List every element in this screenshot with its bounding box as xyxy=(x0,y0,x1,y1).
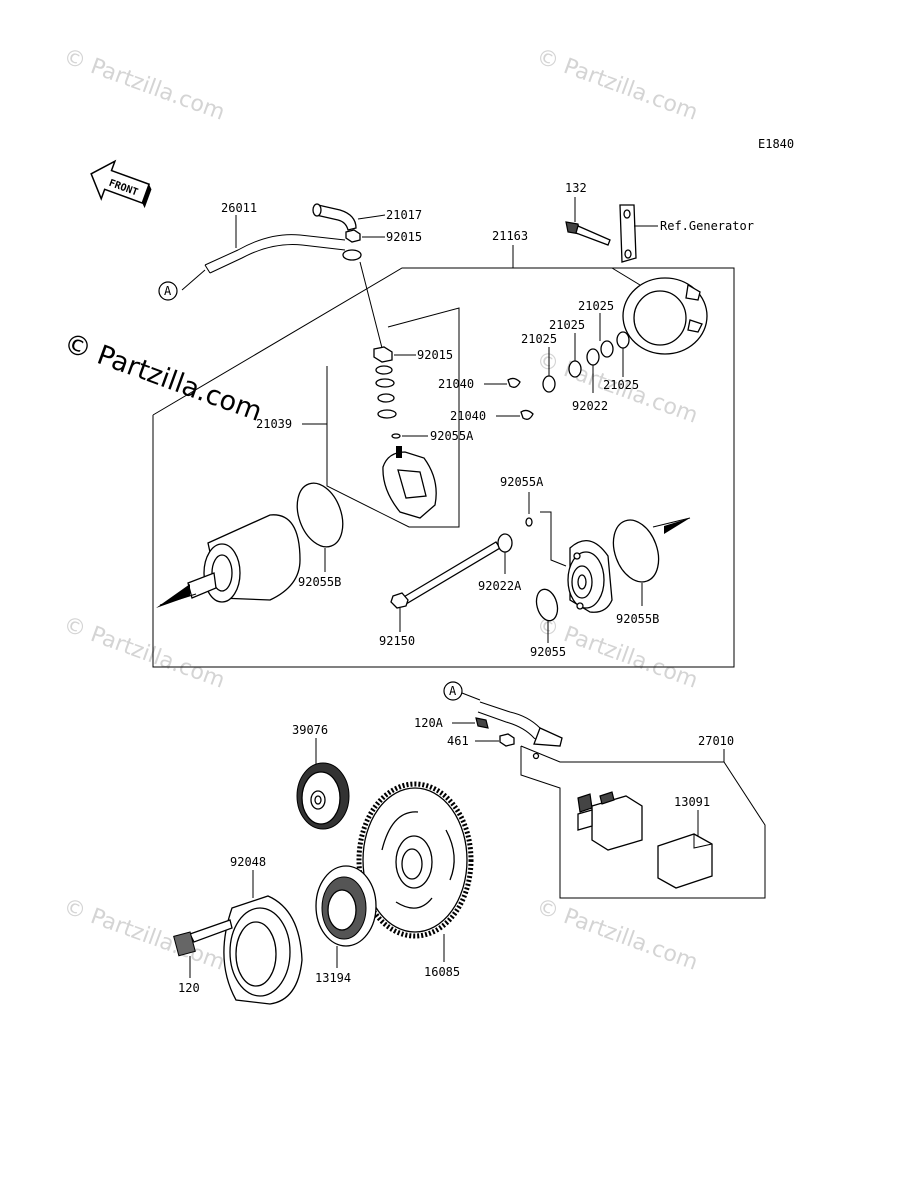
ref-letter: A xyxy=(164,284,172,298)
starter-front-cover xyxy=(540,511,613,613)
label-92055B-right: 92055B xyxy=(616,612,659,626)
label-27010: 27010 xyxy=(698,734,734,748)
label-92055A-b: 92055A xyxy=(500,475,544,489)
relay-cable: A xyxy=(443,681,563,760)
front-arrow-icon: FRONT xyxy=(90,159,152,209)
watermark: © Partzilla.com xyxy=(533,894,701,976)
starter-relay-frame-27010: 27010 xyxy=(520,734,766,899)
one-way-clutch-13194: 13194 xyxy=(315,865,377,985)
label-461: 461 xyxy=(447,734,469,748)
insulator-washer-stack: 92055A xyxy=(375,365,474,443)
starter-yoke-housing xyxy=(156,514,301,608)
label-13194: 13194 xyxy=(315,971,351,985)
label-21017: 21017 xyxy=(386,208,422,222)
label-ref-generator: Ref.Generator xyxy=(660,219,754,233)
starter-clutch-gear-16085: 16085 xyxy=(356,781,474,979)
watermark: © Partzilla.com xyxy=(533,44,701,126)
relay-cover-13091: 13091 xyxy=(657,795,713,889)
starter-cable-26011: A 26011 xyxy=(158,201,362,301)
label-21025-b: 21025 xyxy=(549,318,585,332)
watermark: © Partzilla.com xyxy=(60,612,228,694)
label-92055: 92055 xyxy=(530,645,566,659)
label-26011: 26011 xyxy=(221,201,257,215)
watermark: © Partzilla.com xyxy=(60,44,228,126)
diagram-code: E1840 xyxy=(758,137,794,151)
bolt-132: 132 xyxy=(565,181,611,246)
label-92015-mid: 92015 xyxy=(417,348,453,362)
washer-92022A: 92022A xyxy=(478,533,522,593)
label-21025-c: 21025 xyxy=(578,299,614,313)
label-92048: 92048 xyxy=(230,855,266,869)
generator-bracket: Ref.Generator xyxy=(619,204,754,263)
bolt-120A: 120A xyxy=(414,716,489,730)
label-120: 120 xyxy=(178,981,200,995)
clutch-holder-92048: 92048 xyxy=(223,855,303,1005)
label-120A: 120A xyxy=(414,716,444,730)
o-ring-92055A-b: 92055A xyxy=(500,475,544,527)
ref-a-circle xyxy=(158,281,178,301)
label-92022: 92022 xyxy=(572,399,608,413)
starter-rear-cover xyxy=(611,267,708,355)
nut-92015-top: 92015 xyxy=(345,229,422,244)
springs-21040: 21040 21040 xyxy=(438,377,534,423)
nut-92015-mid: 92015 xyxy=(359,261,453,363)
starter-relay xyxy=(577,791,643,851)
o-ring-92055B-left: 92055B xyxy=(296,482,344,589)
label-16085: 16085 xyxy=(424,965,460,979)
label-21025-d: 21025 xyxy=(603,378,639,392)
label-21040-b: 21040 xyxy=(450,409,486,423)
label-13091: 13091 xyxy=(674,795,710,809)
terminal-cap-21017: 21017 xyxy=(312,203,422,231)
o-ring-92055B-right: 92055B xyxy=(612,517,691,626)
label-21163: 21163 xyxy=(492,229,528,243)
o-ring-92055: 92055 xyxy=(530,588,566,659)
through-bolt-92150: 92150 xyxy=(379,541,501,648)
ref-a-circle xyxy=(443,681,463,701)
label-21025-a: 21025 xyxy=(521,332,557,346)
ref-letter: A xyxy=(449,684,457,698)
starter-assembly-frame-21163: 21163 xyxy=(152,229,735,668)
watermark-main: © Partzilla.com xyxy=(60,327,266,427)
label-92015-top: 92015 xyxy=(386,230,422,244)
brush-plate xyxy=(382,446,437,519)
label-92055B-left: 92055B xyxy=(298,575,341,589)
label-92150: 92150 xyxy=(379,634,415,648)
label-92022A: 92022A xyxy=(478,579,522,593)
nut-461: 461 xyxy=(447,733,515,748)
idle-gear-39076: 39076 xyxy=(292,723,350,830)
brush-holder-frame-21039: 21039 xyxy=(256,307,460,528)
label-132: 132 xyxy=(565,181,587,195)
label-39076: 39076 xyxy=(292,723,328,737)
label-92055A-a: 92055A xyxy=(430,429,474,443)
washers-21025: 21025 21025 21025 21025 92022 xyxy=(521,299,639,413)
bolt-120: 120 xyxy=(173,919,233,995)
label-21039: 21039 xyxy=(256,417,292,431)
label-21040-a: 21040 xyxy=(438,377,474,391)
